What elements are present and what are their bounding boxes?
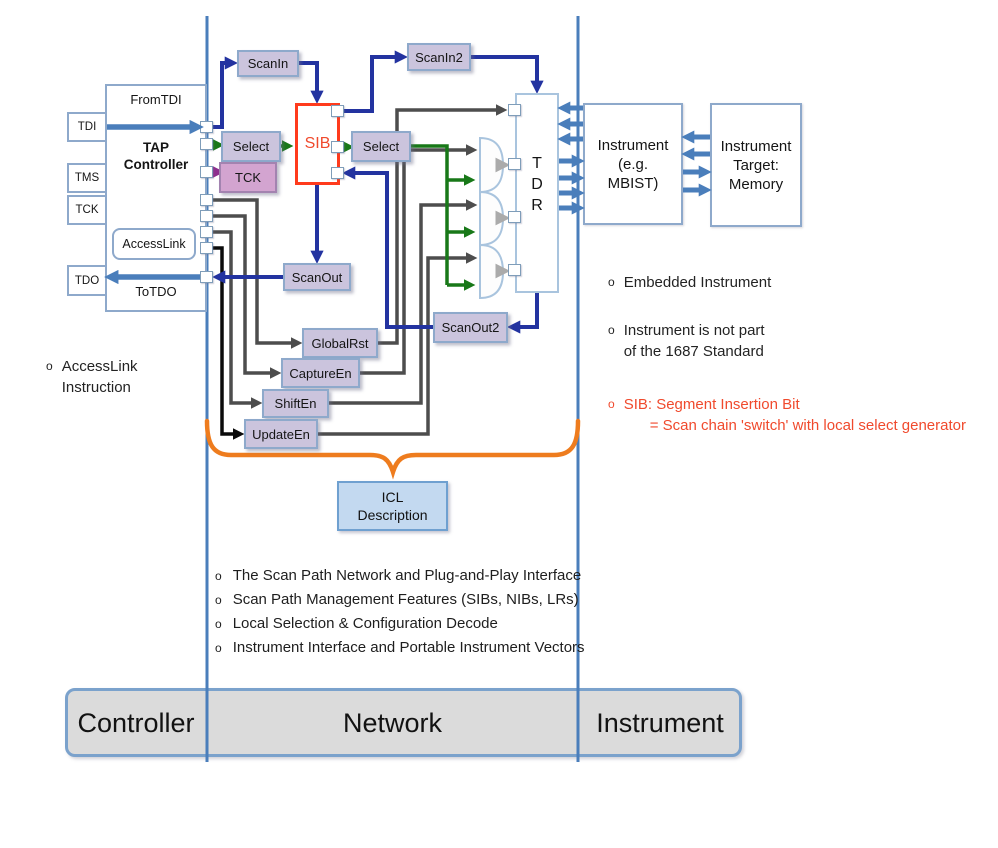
tdr-port bbox=[508, 264, 521, 276]
tdr-port bbox=[508, 158, 521, 170]
pin-tck: TCK bbox=[67, 195, 107, 225]
icl-bullet: o Instrument Interface and Portable Inst… bbox=[215, 639, 585, 656]
bullet-icon: o bbox=[608, 397, 615, 411]
scanout-box: ScanOut bbox=[283, 263, 351, 291]
instrument-box: Instrument (e.g. MBIST) bbox=[583, 103, 683, 225]
instrument-target-box: Instrument Target: Memory bbox=[710, 103, 802, 227]
shiften-box: ShiftEn bbox=[262, 389, 329, 418]
tap-port bbox=[200, 210, 213, 222]
note-not-part-text: Instrument is not part of the 1687 Stand… bbox=[623, 322, 765, 360]
tap-port bbox=[200, 242, 213, 254]
icl-brace bbox=[204, 418, 581, 480]
region-label-controller: Controller bbox=[77, 707, 195, 738]
icl-bullet: o Scan Path Management Features (SIBs, N… bbox=[215, 591, 579, 608]
updateen-box: UpdateEn bbox=[244, 419, 318, 449]
instrument-target-text: Instrument Target: Memory bbox=[720, 137, 792, 193]
bullet-icon: o bbox=[608, 275, 615, 289]
note-accesslink-text: AccessLink Instruction bbox=[61, 358, 138, 396]
bullet-icon: o bbox=[608, 323, 615, 337]
region-label-instrument: Instrument bbox=[596, 707, 724, 738]
note-not-part-of-1687: o Instrument is not part of the 1687 Sta… bbox=[608, 320, 765, 362]
scanout2-box: ScanOut2 bbox=[433, 312, 508, 343]
tap-port bbox=[200, 194, 213, 206]
sib-port bbox=[331, 167, 344, 179]
accesslink-box: AccessLink bbox=[112, 228, 196, 260]
scanin2-box: ScanIn2 bbox=[407, 43, 471, 71]
gate-3 bbox=[479, 243, 505, 300]
bullet-icon: o bbox=[215, 641, 222, 655]
tap-controller-box bbox=[105, 84, 207, 312]
select1-box: Select bbox=[221, 131, 281, 162]
icl-bullet: o Local Selection & Configuration Decode bbox=[215, 615, 498, 632]
note-sib-text: SIB: Segment Insertion Bit = Scan chain … bbox=[623, 396, 966, 434]
bullet-icon: o bbox=[215, 617, 222, 631]
instrument-box-text: Instrument (e.g. MBIST) bbox=[597, 136, 669, 192]
gate-output-wires bbox=[495, 157, 511, 279]
tap-port bbox=[200, 271, 213, 283]
pin-tms: TMS bbox=[67, 163, 107, 193]
totdo-label: ToTDO bbox=[135, 284, 177, 299]
note-sib-definition: o SIB: Segment Insertion Bit = Scan chai… bbox=[608, 394, 966, 436]
captureen-box: CaptureEn bbox=[281, 358, 360, 388]
globalrst-box: GlobalRst bbox=[302, 328, 378, 358]
note-accesslink: o AccessLink Instruction bbox=[46, 356, 138, 398]
tdr-box: T D R bbox=[515, 93, 559, 293]
tdr-letters: T D R bbox=[531, 155, 543, 214]
fromtdi-label: FromTDI bbox=[130, 92, 182, 107]
select-wires bbox=[212, 139, 476, 291]
tap-port bbox=[200, 138, 213, 150]
region-bar bbox=[65, 688, 742, 757]
tap-port bbox=[200, 166, 213, 178]
tap-title: TAP Controller bbox=[123, 140, 189, 172]
gate-1 bbox=[479, 136, 505, 194]
bullet-icon: o bbox=[46, 359, 53, 373]
pin-tdo: TDO bbox=[67, 265, 107, 296]
select2-box: Select bbox=[351, 131, 411, 162]
scanin-box: ScanIn bbox=[237, 50, 299, 77]
region-label-network: Network bbox=[342, 707, 443, 738]
pin-tdi: TDI bbox=[67, 112, 107, 142]
control-wires bbox=[213, 104, 508, 436]
tck-box: TCK bbox=[219, 162, 277, 193]
icl-bullet: o The Scan Path Network and Plug-and-Pla… bbox=[215, 567, 582, 584]
gate-2 bbox=[479, 190, 505, 247]
bullet-icon: o bbox=[215, 593, 222, 607]
scan-path-wires bbox=[212, 50, 544, 334]
bullet-icon: o bbox=[215, 569, 222, 583]
sib-port bbox=[331, 141, 344, 153]
tdr-port bbox=[508, 104, 521, 116]
updateen-wire bbox=[213, 246, 245, 440]
icl-description-box: ICL Description bbox=[337, 481, 448, 531]
sib-port bbox=[331, 105, 344, 117]
tap-port bbox=[200, 226, 213, 238]
tap-port bbox=[200, 121, 213, 133]
tdr-port bbox=[508, 211, 521, 223]
note-embedded-instrument: o Embedded Instrument bbox=[608, 274, 772, 291]
merge-gates bbox=[479, 136, 505, 300]
